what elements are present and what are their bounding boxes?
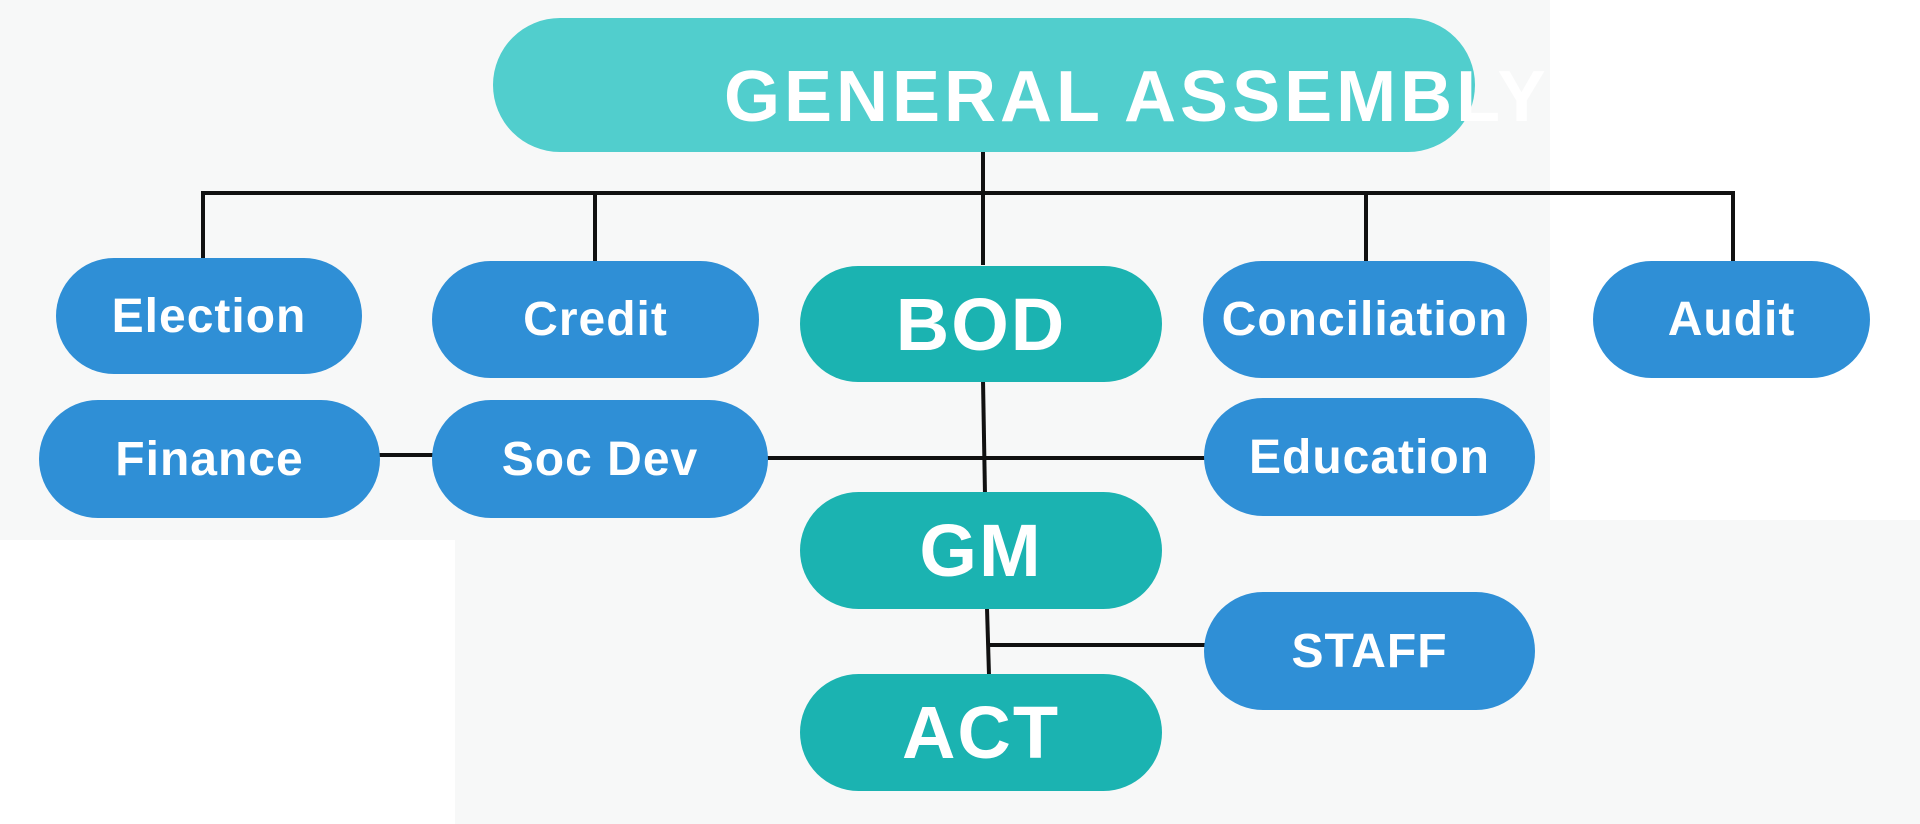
finance-label: Finance (115, 432, 304, 486)
education-node: Education (1204, 398, 1535, 516)
conciliation-node: Conciliation (1203, 261, 1527, 378)
gm-node: GM (800, 492, 1162, 609)
election-node: Election (56, 258, 362, 374)
staff-label: STAFF (1291, 624, 1448, 678)
connector-gm-act (985, 607, 991, 676)
staff-node: STAFF (1204, 592, 1535, 710)
general-assembly-label: GENERAL ASSEMBLY (724, 57, 1550, 137)
election-label: Election (111, 289, 307, 343)
general-assembly-node: GENERAL ASSEMBLY (493, 18, 1550, 152)
credit-label: Credit (523, 293, 668, 346)
conciliation-label: Conciliation (1221, 293, 1509, 346)
audit-label: Audit (1667, 293, 1796, 346)
audit-node: Audit (1593, 261, 1870, 378)
soc-dev-node: Soc Dev (432, 400, 768, 518)
education-label: Education (1248, 430, 1490, 484)
background-panel-bottom (455, 520, 1920, 824)
finance-node: Finance (39, 400, 380, 518)
act-node: ACT (800, 674, 1162, 791)
bod-label: BOD (895, 282, 1067, 366)
credit-node: Credit (432, 261, 759, 378)
bod-node: BOD (800, 266, 1162, 382)
gm-label: GM (919, 509, 1043, 592)
act-label: ACT (901, 691, 1061, 774)
connector-bod-gm (981, 379, 987, 496)
soc-dev-label: Soc Dev (501, 432, 699, 486)
